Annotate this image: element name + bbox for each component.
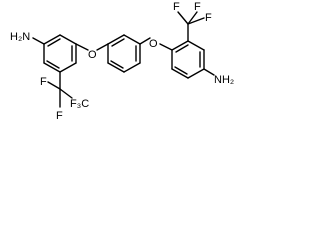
left-cf3-f-left: F [40, 76, 47, 88]
left-amine-bond [32, 37, 45, 45]
left-trifluoromethyl-group: F F F₃C [40, 71, 89, 122]
right-trifluoromethyl-group: F F F [173, 1, 212, 42]
right-ether-bond-b [159, 43, 173, 51]
right-cf3-f-upper-mid: F [194, 1, 201, 13]
right-amine-label: NH₂ [214, 74, 234, 86]
left-phenyl-ring [43, 34, 77, 73]
right-amine-bond [203, 68, 215, 76]
chemical-structure-diagram: H₂N O F F F₃C O [10, 1, 234, 122]
central-phenylene-ring [107, 34, 141, 73]
left-amine-label: H₂N [10, 31, 30, 43]
right-cf3-f-upper-left: F [173, 1, 180, 13]
left-ether-bond-a [75, 43, 89, 51]
right-ether-oxygen: O [149, 38, 158, 50]
left-cf3-f-right: F₃C [70, 98, 89, 110]
right-cf3-f-right: F [205, 12, 212, 24]
right-ether-bond-a [139, 37, 151, 45]
left-cf3-f-bottom: F [56, 110, 63, 122]
right-phenyl-ring [171, 40, 205, 79]
left-ether-oxygen: O [88, 49, 97, 61]
left-ether-bond-b [96, 43, 109, 51]
